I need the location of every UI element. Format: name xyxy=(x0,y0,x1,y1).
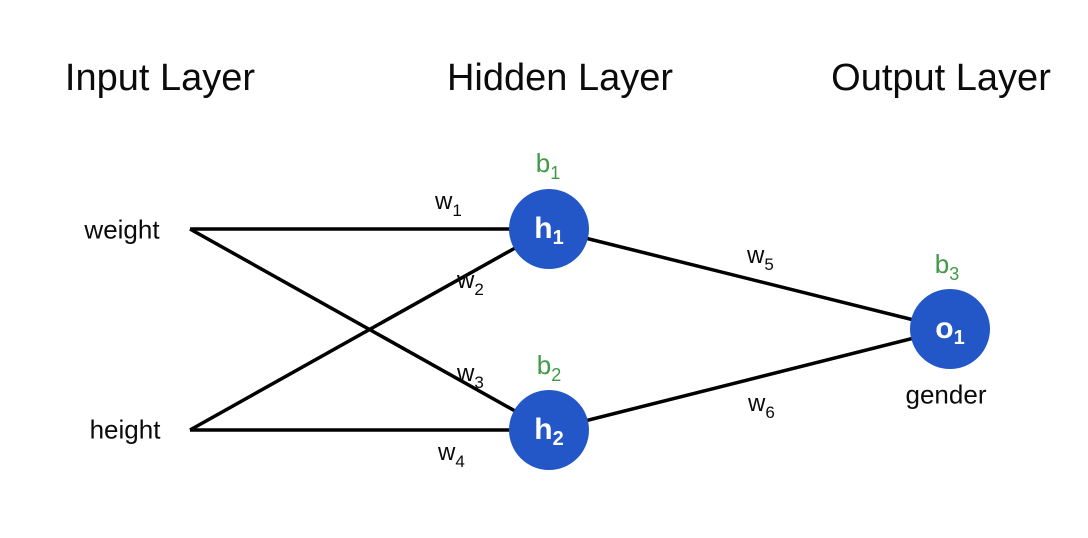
bias-b1-base: b xyxy=(535,148,551,178)
bias-b3-base: b xyxy=(934,249,950,279)
bias-b2-base: b xyxy=(536,350,552,380)
edge-h2-to-o1 xyxy=(548,327,951,432)
w6-base: w xyxy=(748,390,766,417)
weight-label-w6: w6 xyxy=(748,390,775,423)
w1-base: w xyxy=(435,188,453,215)
w6-subscript: 6 xyxy=(765,403,775,422)
bias-label-b3: b3 xyxy=(935,249,959,285)
w3-subscript: 3 xyxy=(474,373,484,392)
w4-base: w xyxy=(438,439,456,466)
input-layer-title: Input Layer xyxy=(64,57,256,99)
input-label-weight: weight xyxy=(84,214,160,245)
bias-b3-subscript: 3 xyxy=(949,264,960,284)
edge-height-to-h1 xyxy=(189,227,550,432)
node-h2-subscript: 2 xyxy=(552,427,564,450)
node-h1-subscript: 1 xyxy=(552,226,564,249)
edge-h1-to-o1 xyxy=(548,227,951,331)
weight-label-w5: w5 xyxy=(747,242,774,275)
hidden-layer-title: Hidden Layer xyxy=(446,57,674,99)
w4-subscript: 4 xyxy=(455,452,465,471)
input-label-height: height xyxy=(89,414,161,445)
node-o1-subscript: 1 xyxy=(953,326,965,349)
bias-label-b1: b1 xyxy=(536,148,560,184)
w5-subscript: 5 xyxy=(764,255,774,274)
w3-base: w xyxy=(457,360,475,387)
weight-label-w4: w4 xyxy=(438,439,465,472)
w2-base: w xyxy=(457,267,475,294)
w5-base: w xyxy=(747,242,765,269)
node-o1-label: o xyxy=(935,312,954,345)
output-layer-title: Output Layer xyxy=(831,57,1051,99)
node-h2-label: h xyxy=(534,413,553,446)
weight-label-w1: w1 xyxy=(435,188,462,221)
node-h1-label: h xyxy=(534,212,553,245)
w2-subscript: 2 xyxy=(474,280,484,299)
w1-subscript: 1 xyxy=(452,201,462,220)
weight-label-w3: w3 xyxy=(457,360,484,393)
bias-b1-subscript: 1 xyxy=(550,163,561,183)
bias-b2-subscript: 2 xyxy=(551,365,562,385)
weight-label-w2: w2 xyxy=(457,267,484,300)
bias-label-b2: b2 xyxy=(537,350,561,386)
output-label-gender: gender xyxy=(905,379,987,410)
